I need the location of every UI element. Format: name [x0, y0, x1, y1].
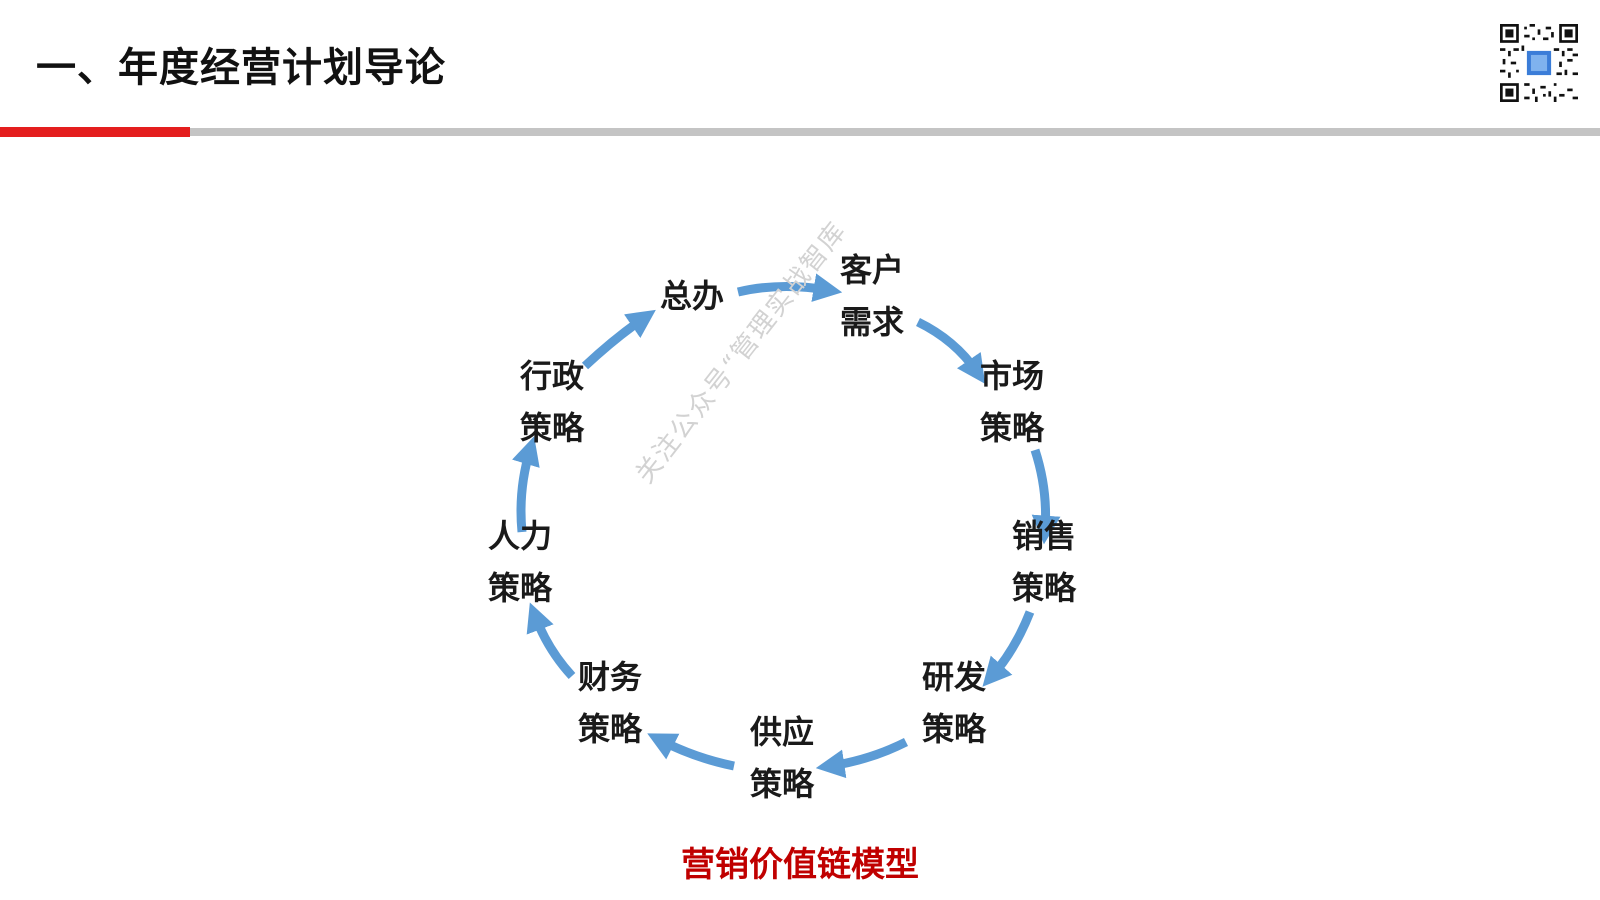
cycle-node-2: 销售策略: [984, 510, 1104, 614]
cycle-node-sublabel: 策略: [487, 569, 552, 607]
cycle-node-sublabel: 策略: [979, 409, 1044, 447]
cycle-node-label: 总办: [659, 277, 724, 315]
cycle-arrow-3: [982, 610, 1035, 687]
cycle-node-sublabel: 需求: [839, 303, 904, 341]
cycle-arrow-0: [736, 273, 843, 302]
cycle-node-7: 行政策略: [492, 350, 612, 454]
cycle-node-0: 客户需求: [812, 244, 932, 348]
cycle-node-sublabel: 策略: [1011, 569, 1076, 607]
title-divider: [0, 128, 1600, 136]
cycle-node-label: 供应: [749, 713, 814, 751]
arrow-layer: [512, 273, 1061, 779]
cycle-arrow-1: [915, 317, 986, 384]
cycle-arrow-7: [512, 436, 540, 533]
page-title: 一、年度经营计划导论: [36, 45, 446, 91]
diagram-caption: 营销价值链模型: [681, 845, 919, 885]
cycle-node-label: 行政: [519, 357, 584, 395]
cycle-node-8: 总办: [632, 270, 752, 322]
cycle-node-label: 研发: [921, 658, 986, 696]
cycle-arrow-4: [815, 737, 909, 779]
title-divider-accent: [0, 127, 190, 137]
cycle-node-6: 人力策略: [460, 510, 580, 614]
cycle-node-label: 销售: [1011, 517, 1076, 555]
cycle-node-label: 财务: [577, 658, 642, 696]
cycle-node-3: 研发策略: [894, 651, 1014, 755]
cycle-node-sublabel: 策略: [749, 765, 814, 803]
cycle-node-label: 人力: [487, 517, 552, 555]
cycle-arrow-2: [1030, 448, 1061, 545]
cycle-arrow-6: [526, 602, 576, 680]
cycle-node-4: 供应策略: [722, 706, 842, 810]
cycle-node-label: 客户: [839, 251, 904, 289]
cycle-node-1: 市场策略: [952, 350, 1072, 454]
qr-code-icon: [1500, 24, 1578, 102]
cycle-arrow-8: [581, 309, 656, 370]
cycle-node-label: 市场: [979, 357, 1044, 395]
cycle-node-sublabel: 策略: [519, 409, 584, 447]
cycle-arrow-5: [647, 733, 735, 771]
cycle-node-sublabel: 策略: [921, 710, 986, 748]
cycle-node-5: 财务策略: [550, 651, 670, 755]
cycle-node-sublabel: 策略: [577, 710, 642, 748]
